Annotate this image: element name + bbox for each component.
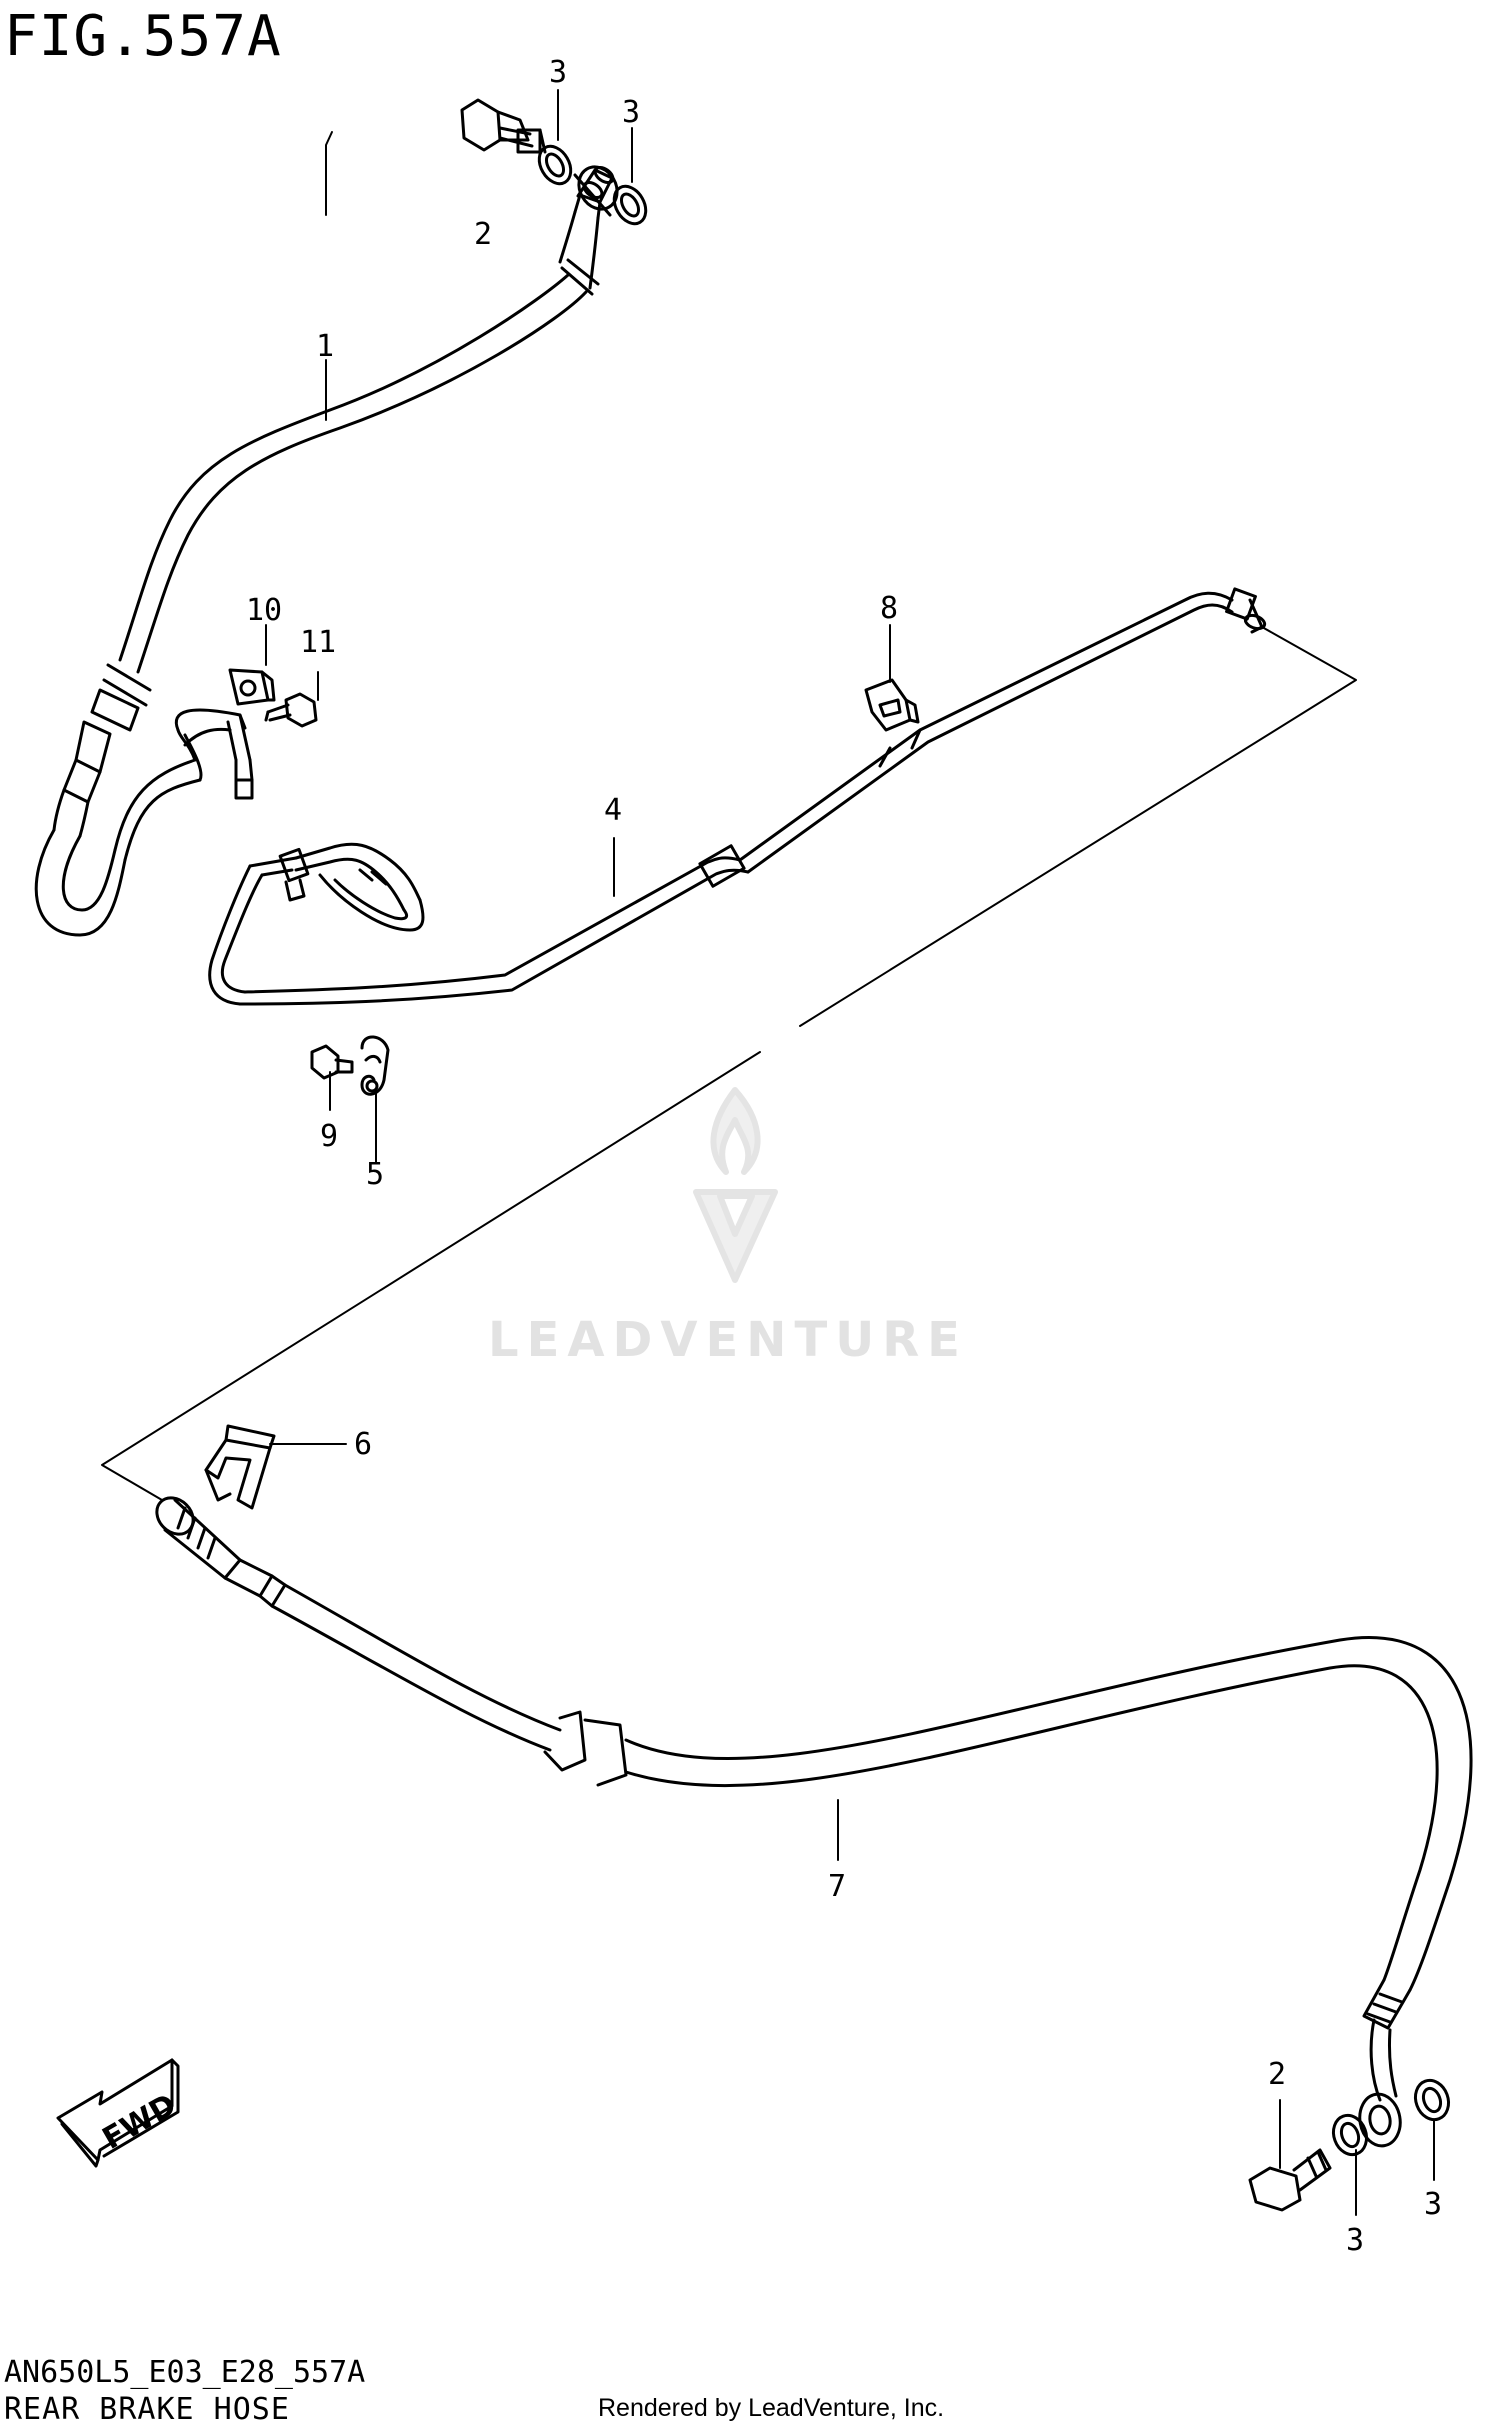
hose-lower — [155, 1496, 1473, 2102]
callout-7: 7 — [828, 1869, 846, 1904]
leader-lines — [265, 89, 1435, 2216]
callout-3-bottom-b: 3 — [1424, 2187, 1442, 2222]
clamp-10 — [228, 668, 276, 706]
watermark-text: LEADVENTURE — [488, 1312, 968, 1368]
fwd-arrow-icon — [56, 2058, 180, 2168]
callout-6: 6 — [354, 1427, 372, 1462]
rendered-by-credit: Rendered by LeadVenture, Inc. — [598, 2394, 945, 2422]
callout-3-top-b: 3 — [622, 95, 640, 130]
clip-8 — [864, 678, 920, 732]
clip-6 — [204, 1424, 276, 1510]
washer-top-b — [612, 184, 648, 226]
hose-upper — [34, 165, 615, 937]
callout-10: 10 — [246, 593, 282, 628]
callout-8: 8 — [880, 591, 898, 626]
figure-name: REAR BRAKE HOSE — [4, 2392, 290, 2427]
callout-11: 11 — [300, 625, 336, 660]
banjo-fitting-top — [573, 165, 619, 217]
washer-bottom-a — [1331, 2113, 1369, 2157]
callout-4: 4 — [604, 793, 622, 828]
callout-1: 1 — [316, 329, 334, 364]
callout-9: 9 — [320, 1119, 338, 1154]
bolt-9 — [310, 1044, 354, 1080]
figure-title: FIG.557A — [4, 4, 282, 69]
figure-code: AN650L5_E03_E28_557A — [4, 2355, 366, 2390]
callout-5: 5 — [366, 1157, 384, 1192]
callout-3-top-a: 3 — [549, 55, 567, 90]
brake-pipe-4 — [208, 587, 1267, 1006]
callout-2-bottom: 2 — [1268, 2057, 1286, 2092]
callout-2-top: 2 — [474, 217, 492, 252]
banjo-bolt-top — [460, 98, 547, 154]
banjo-bolt-bottom — [1248, 2148, 1332, 2212]
watermark-logo — [693, 1087, 778, 1283]
washer-bottom-b — [1413, 2078, 1451, 2122]
washer-top-a — [537, 144, 573, 186]
connector-line — [101, 626, 1357, 1501]
clamp-5 — [360, 1035, 390, 1096]
bolt-11 — [264, 692, 318, 728]
callout-3-bottom-a: 3 — [1346, 2223, 1364, 2258]
